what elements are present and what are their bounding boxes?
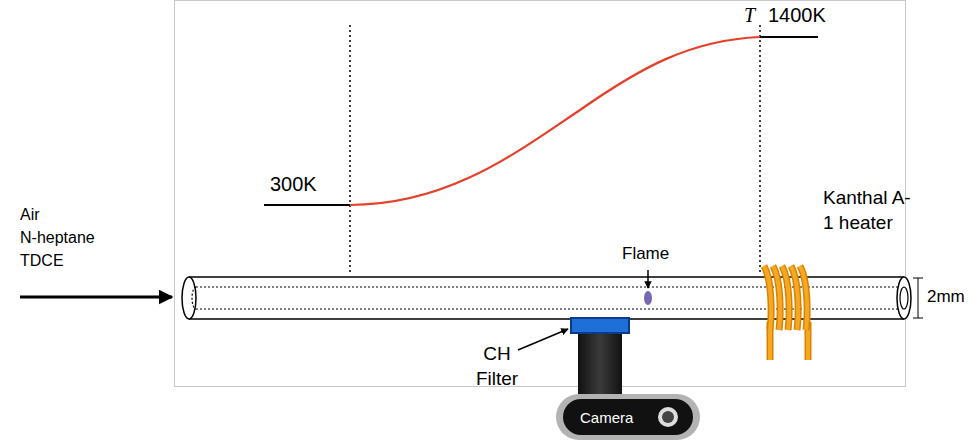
temperature-curve [350, 37, 760, 205]
coil-winding [764, 266, 771, 330]
quartz-tube [182, 277, 911, 319]
camera-label: Camera [580, 409, 633, 426]
coil-winding [791, 266, 798, 330]
dotted-marker [349, 25, 351, 272]
dotted-marker [759, 25, 761, 272]
inflow-label: TDCE [20, 251, 64, 270]
camera-lens [571, 318, 629, 397]
coil-winding [773, 266, 780, 330]
temperature-symbol: T [744, 3, 755, 27]
coil-winding [773, 266, 780, 330]
part-label: CH Filter [468, 342, 526, 391]
coil-winding [764, 266, 771, 330]
camera-body: Camera [556, 394, 700, 440]
dimension-mark [913, 278, 923, 318]
inflow-label: Air [20, 205, 40, 224]
part-label: Kanthal A-1 heater [823, 186, 919, 235]
coil-winding [782, 266, 789, 330]
temperature-level [264, 204, 350, 206]
coil-winding [800, 266, 807, 330]
coil-winding [782, 266, 789, 330]
inflow-label: N-heptane [20, 228, 95, 247]
leader-line [647, 270, 649, 288]
temperature-label: 300K [270, 172, 317, 196]
inflow-arrow [20, 296, 172, 299]
frame [175, 1, 906, 387]
heater-coil [764, 266, 808, 360]
coil-winding [791, 266, 798, 330]
coil-winding [800, 266, 807, 330]
dimension-label: 2mm [927, 287, 965, 307]
temperature-level [760, 36, 818, 38]
temperature-label: 1400K [768, 3, 826, 27]
flame-mark [644, 291, 652, 305]
part-label: Flame [622, 244, 669, 264]
leader-line [518, 329, 568, 350]
